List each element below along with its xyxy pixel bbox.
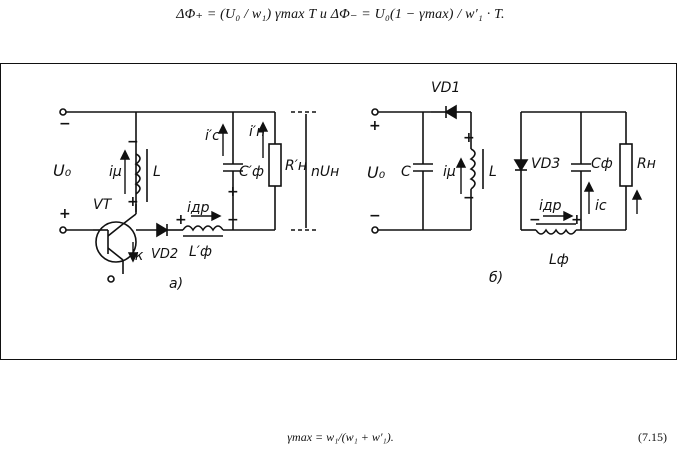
label-output-voltage: nUн — [311, 164, 339, 180]
sign-b-choke-minus: − — [529, 212, 541, 228]
label-source-b: U₀ — [367, 163, 386, 182]
equation-number: (7.15) — [638, 430, 667, 444]
label-load-a: R′н — [285, 158, 307, 174]
sign-a-bottom-plus: + — [59, 206, 71, 222]
label-cap-current: i′c — [205, 128, 220, 144]
label-transistor: VT — [93, 197, 113, 213]
label-winding-a: L — [153, 164, 161, 180]
circuit-figure: U₀ − + VT iк VD2 iμ L − + iдр + − L′ф i′… — [0, 63, 677, 360]
sign-a-winding-minus: − — [127, 134, 139, 150]
label-capacitor-b: C — [401, 164, 411, 180]
sign-a-choke-plus: + — [175, 212, 187, 228]
label-magnetizing-current-a: iμ — [109, 164, 122, 180]
label-diode-vd2: VD2 — [151, 247, 178, 262]
sign-b-top-plus: + — [369, 118, 381, 134]
caption-panel-a: а) — [169, 276, 183, 292]
label-load-b: Rн — [637, 156, 656, 172]
label-choke-b: Lф — [549, 252, 569, 268]
sign-b-choke-plus: + — [571, 212, 583, 228]
sign-b-bottom-minus: − — [369, 208, 381, 224]
bottom-formula: γmax = w₁/(w₁ + w′₁). — [287, 430, 394, 444]
top-formula: ΔΦ₊ = (U₀ / w₁) γmax T и ΔΦ₋ = U₀(1 − γm… — [176, 7, 505, 22]
label-load-current: i′н — [249, 124, 265, 140]
sign-a-cap-plus: + — [227, 184, 239, 200]
label-collector-current: iк — [131, 248, 144, 264]
label-winding-b: L — [489, 164, 497, 180]
label-capacitor-a: C′ф — [239, 164, 264, 180]
label-source-a: U₀ — [53, 161, 72, 180]
caption-panel-b: б) — [489, 270, 503, 286]
label-filter-capacitor: Cф — [591, 156, 613, 172]
sign-a-top-minus: − — [59, 116, 71, 132]
label-cap-current-b: ic — [595, 198, 607, 214]
sign-b-winding-plus: + — [463, 130, 475, 146]
label-diode-vd1: VD1 — [431, 80, 460, 96]
label-diode-vd3: VD3 — [531, 156, 560, 172]
circuit-diagram: U₀ − + VT iк VD2 iμ L − + iдр + − L′ф i′… — [53, 80, 656, 292]
sign-a-winding-plus: + — [127, 194, 139, 210]
label-magnetizing-current-b: iμ — [443, 164, 456, 180]
sign-b-winding-minus: − — [463, 190, 475, 206]
label-choke-a: L′ф — [189, 244, 212, 260]
sign-a-choke-minus: − — [227, 212, 239, 228]
label-choke-current: iдр — [187, 200, 210, 216]
label-choke-current-b: iдр — [539, 198, 562, 214]
